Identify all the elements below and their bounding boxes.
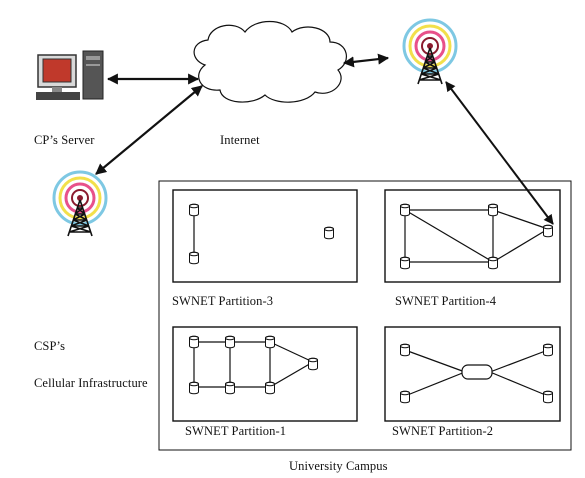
storage-node-icon bbox=[400, 390, 410, 404]
partition-1-box bbox=[172, 326, 358, 422]
csp-label: CSP’s bbox=[34, 339, 66, 353]
computer-server-icon bbox=[36, 50, 104, 100]
internet-label: Internet bbox=[220, 133, 260, 147]
university-campus-label: University Campus bbox=[289, 459, 388, 473]
storage-node-icon bbox=[324, 226, 334, 240]
cellular-infrastructure-label: Cellular Infrastructure bbox=[34, 376, 148, 390]
storage-node-icon bbox=[488, 203, 498, 217]
tower-internet-link bbox=[95, 85, 203, 175]
storage-node-icon bbox=[543, 390, 553, 404]
partition-4-box bbox=[384, 189, 561, 283]
storage-node-icon bbox=[189, 251, 199, 265]
storage-node-icon bbox=[488, 256, 498, 270]
storage-node-icon bbox=[400, 203, 410, 217]
cell-tower-icon bbox=[52, 170, 108, 238]
partition-1-label: SWNET Partition-1 bbox=[185, 424, 287, 438]
partition-2-label: SWNET Partition-2 bbox=[392, 424, 494, 438]
partition-3-box bbox=[172, 189, 358, 283]
storage-node-icon bbox=[265, 381, 275, 395]
storage-node-icon bbox=[189, 203, 199, 217]
storage-node-icon bbox=[189, 381, 199, 395]
storage-node-icon bbox=[543, 224, 553, 238]
partition-1-network bbox=[193, 341, 314, 388]
router-hub-icon bbox=[461, 364, 493, 380]
storage-node-icon bbox=[225, 381, 235, 395]
internet-tower-link bbox=[342, 53, 390, 68]
storage-node-icon bbox=[400, 256, 410, 270]
storage-node-icon bbox=[308, 357, 318, 371]
cell-tower-icon bbox=[402, 18, 458, 86]
storage-node-icon bbox=[543, 343, 553, 357]
partition-4-network bbox=[404, 209, 549, 263]
cp-server-label: CP’s Server bbox=[34, 133, 95, 147]
partition-4-label: SWNET Partition-4 bbox=[395, 294, 497, 308]
partition-3-label: SWNET Partition-3 bbox=[172, 294, 274, 308]
storage-node-icon bbox=[400, 343, 410, 357]
cloud-icon bbox=[193, 20, 347, 103]
storage-node-icon bbox=[189, 335, 199, 349]
university-campus-box bbox=[158, 180, 572, 451]
partition-2-box bbox=[384, 326, 561, 422]
tower-campus-link bbox=[445, 81, 554, 225]
storage-node-icon bbox=[225, 335, 235, 349]
partition-2-network bbox=[404, 349, 549, 397]
storage-node-icon bbox=[265, 335, 275, 349]
